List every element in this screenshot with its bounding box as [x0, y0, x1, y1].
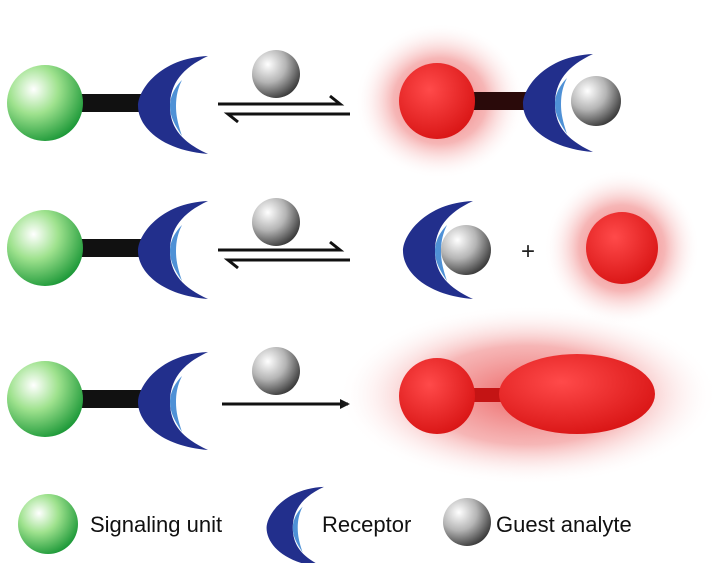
- bound-guest-analyte: [441, 225, 491, 275]
- legend-label-guest-analyte: Guest analyte: [496, 512, 632, 537]
- forward-half-arrow: [218, 240, 345, 252]
- linker-bar: [470, 92, 540, 110]
- legend-label-receptor: Receptor: [322, 512, 411, 537]
- row-3-forward-arrow: [222, 347, 350, 409]
- row-2-release: +: [7, 170, 700, 326]
- receptor-crescent: [138, 201, 208, 299]
- linker-bar: [78, 94, 150, 112]
- legend-item-signaling-unit: Signaling unit: [18, 494, 222, 554]
- reverse-half-arrow: [223, 258, 350, 270]
- emitting-signaling-unit: [586, 212, 658, 284]
- grey-sphere-icon: [443, 498, 491, 546]
- row-2-products: +: [403, 170, 700, 326]
- emitting-signaling-unit: [399, 63, 475, 139]
- guest-analyte-sphere: [252, 198, 300, 246]
- legend: Signaling unit Receptor Guest analyte: [18, 486, 632, 563]
- receptor-crescent: [523, 54, 593, 152]
- receptor-crescent: [138, 352, 208, 450]
- legend-item-guest-analyte: Guest analyte: [443, 498, 632, 546]
- row-1-equilibrium-arrows: [218, 50, 350, 124]
- legend-item-receptor: Receptor: [266, 486, 411, 563]
- receptor-crescent: [138, 56, 208, 154]
- signaling-unit-sphere: [7, 65, 83, 141]
- row-3-sensor: [7, 352, 208, 450]
- row-3-product: [338, 305, 718, 485]
- row-2-sensor: [7, 201, 208, 299]
- signaling-unit-sphere: [7, 210, 83, 286]
- row-3-irreversible-reaction: [7, 305, 718, 485]
- linker-bar: [78, 239, 150, 257]
- guest-analyte-sphere: [252, 50, 300, 98]
- emitting-signaling-unit: [399, 358, 475, 434]
- signaling-unit-sphere: [7, 361, 83, 437]
- receptor-crescent: [403, 201, 473, 299]
- crescent-receptor-icon: [266, 486, 324, 563]
- reacted-emitting-receptor: [499, 354, 655, 434]
- row-2-equilibrium-arrows: [218, 198, 350, 270]
- reverse-half-arrow: [223, 112, 350, 124]
- plus-operator: +: [521, 238, 535, 265]
- legend-label-signaling-unit: Signaling unit: [90, 512, 222, 537]
- bound-guest-analyte: [571, 76, 621, 126]
- forward-half-arrow: [218, 94, 345, 106]
- row-1-product: [355, 23, 621, 179]
- green-sphere-icon: [18, 494, 78, 554]
- linker-bar: [78, 390, 150, 408]
- guest-analyte-sphere: [252, 347, 300, 395]
- row-1-sensor: [7, 56, 208, 154]
- row-1-reversible-binding: [7, 23, 621, 179]
